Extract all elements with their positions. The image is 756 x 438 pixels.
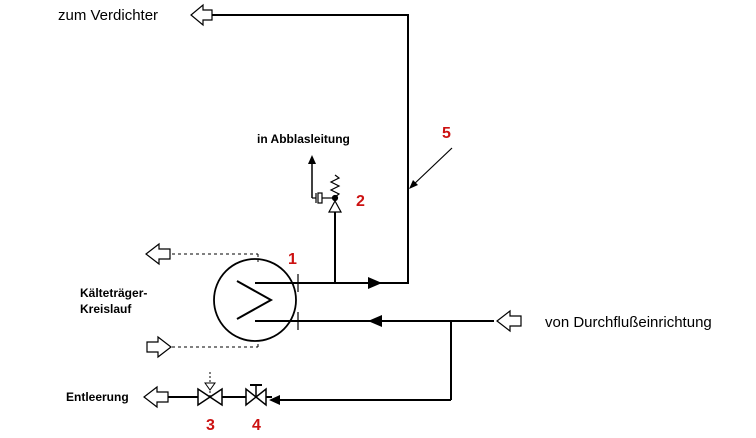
drain-arrow-icon [143, 385, 169, 409]
label-to-compressor: zum Verdichter [58, 7, 158, 24]
ref-number-5: 5 [442, 125, 451, 142]
label-from-flow-device: von Durchflußeinrichtung [545, 314, 712, 331]
ref-number-4: 4 [252, 417, 261, 434]
valve-3-icon [197, 372, 223, 407]
flow-arrow-inlet [368, 315, 382, 327]
inlet-line [272, 320, 494, 401]
evaporator-coil [230, 278, 302, 322]
inlet-arrow-icon [496, 309, 522, 333]
drain-flow-arrow [269, 395, 280, 405]
label-to-blowoff: in Abblasleitung [257, 132, 350, 146]
safety-valve-icon [311, 163, 343, 213]
compressor-outlet-line [212, 14, 409, 284]
brine-in-arrow-icon [146, 335, 172, 359]
leader-line-5 [411, 147, 453, 187]
ref-number-2: 2 [356, 193, 365, 210]
leader-arrow-5 [409, 180, 418, 189]
label-brine-circuit-2: Kreislauf [80, 302, 132, 316]
flow-arrow-outlet [368, 277, 382, 289]
ref-number-3: 3 [206, 417, 215, 434]
label-brine-circuit-1: Kälteträger- [80, 286, 147, 300]
label-drain: Entleerung [66, 390, 129, 404]
outlet-arrow-icon [190, 3, 213, 27]
blowoff-arrow-icon [308, 155, 316, 164]
brine-circuit-lines [172, 253, 259, 348]
ref-number-1: 1 [288, 251, 297, 268]
valve-4-icon [245, 384, 267, 407]
brine-out-arrow-icon [145, 242, 171, 266]
